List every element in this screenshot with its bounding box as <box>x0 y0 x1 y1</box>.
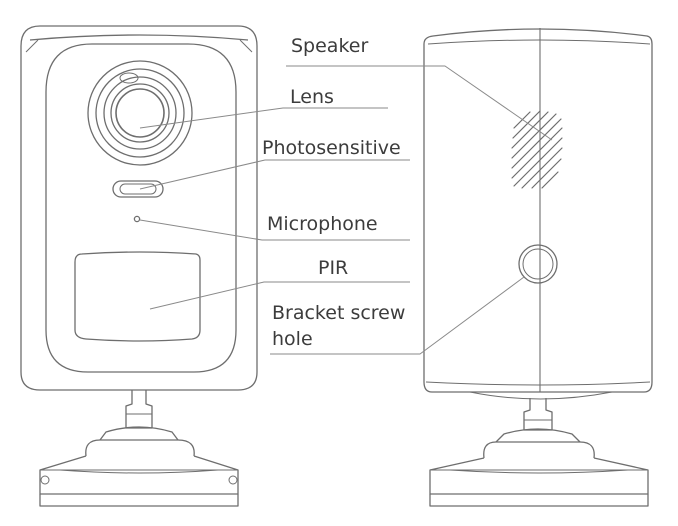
side-view <box>423 28 653 507</box>
leader-photosensitive <box>139 159 410 190</box>
leader-pir <box>149 281 410 310</box>
leader-lines <box>139 65 553 355</box>
label-lens: Lens <box>290 86 334 108</box>
front-top-arc <box>29 34 249 41</box>
lens-icon <box>87 60 193 166</box>
microphone-hole-icon <box>133 215 141 223</box>
leader-bracket <box>270 276 525 355</box>
label-bracket-hole: hole <box>272 328 313 350</box>
speaker-grille-icon <box>511 110 563 189</box>
label-speaker: Speaker <box>291 35 369 57</box>
side-stand <box>429 391 649 507</box>
front-face-panel <box>45 43 237 373</box>
front-view <box>20 25 258 507</box>
label-bracket-screw: Bracket screw <box>272 302 406 324</box>
pir-sensor-icon <box>74 251 201 342</box>
label-pir: PIR <box>318 257 349 279</box>
label-photosensitive: Photosensitive <box>262 137 401 159</box>
leader-speaker <box>286 65 553 141</box>
label-microphone: Microphone <box>267 213 378 235</box>
leader-lens <box>139 107 388 129</box>
leader-microphone <box>139 219 410 241</box>
side-shell <box>423 28 653 393</box>
bracket-screw-hole-icon <box>518 244 558 284</box>
front-stand <box>39 390 239 507</box>
front-shell <box>20 25 258 391</box>
photosensitive-sensor-icon <box>112 180 164 198</box>
